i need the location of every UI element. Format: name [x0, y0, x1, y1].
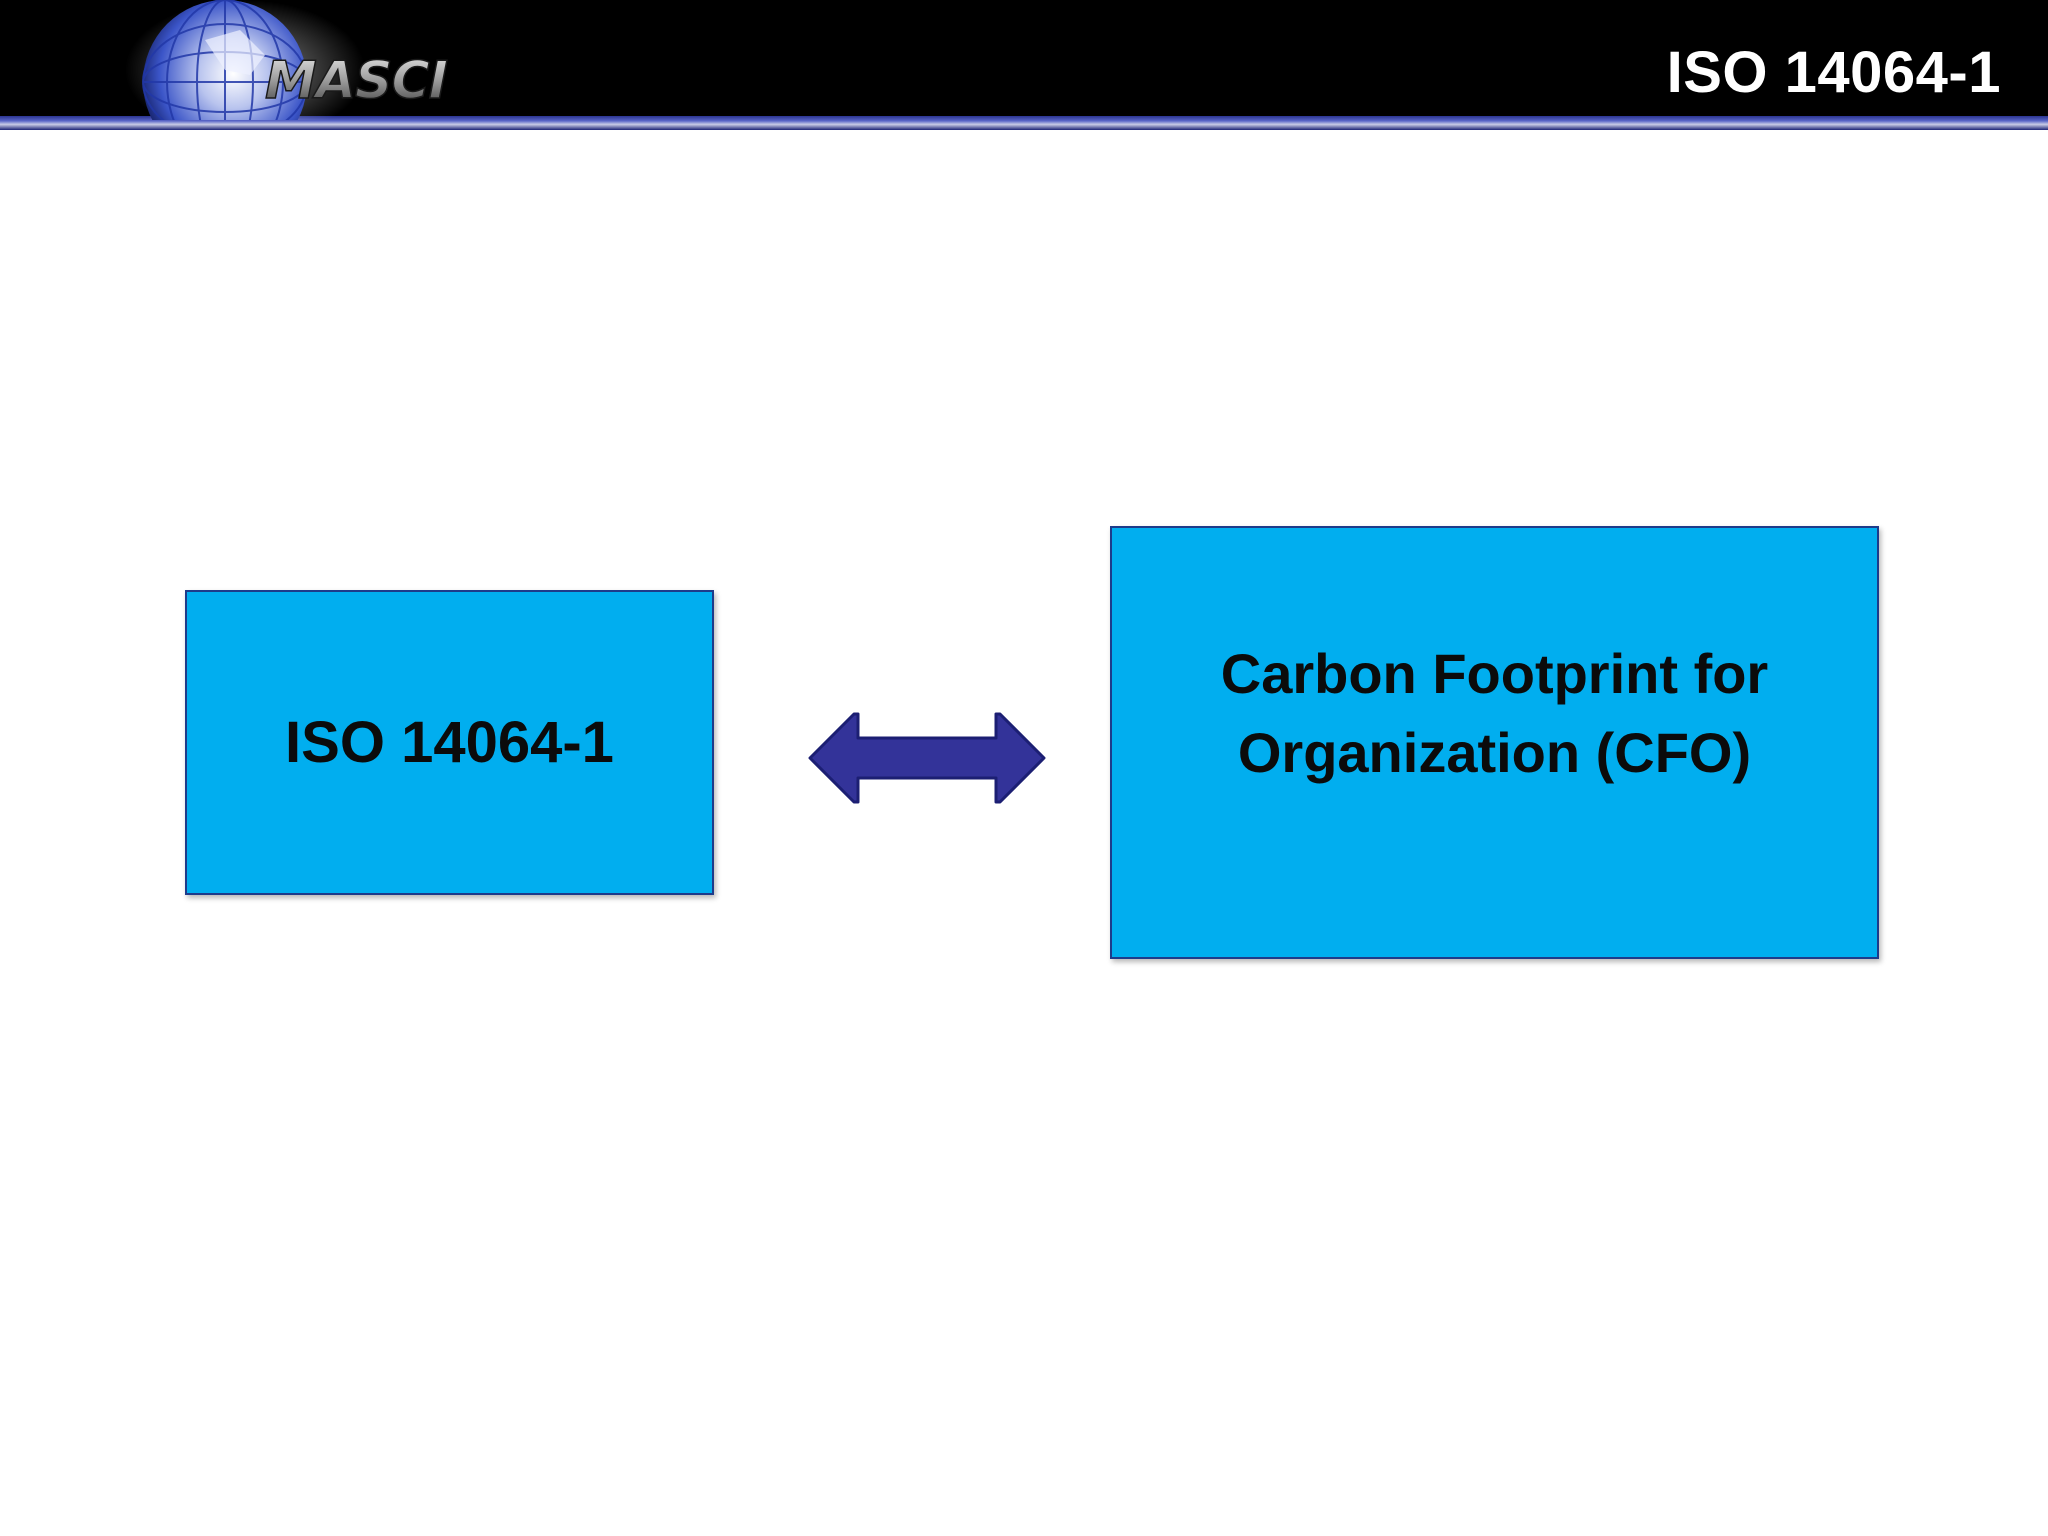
- double-headed-arrow: [808, 710, 1046, 806]
- iso-14064-1-box: ISO 14064-1: [185, 590, 714, 895]
- carbon-footprint-label: Carbon Footprint for Organization (CFO): [1221, 634, 1768, 792]
- header-rule: [0, 116, 2048, 130]
- iso-14064-1-label: ISO 14064-1: [285, 710, 614, 775]
- globe-icon: [142, 0, 308, 120]
- carbon-footprint-line2: Organization (CFO): [1237, 720, 1752, 784]
- slide-title: ISO 14064-1: [1666, 40, 2001, 105]
- carbon-footprint-line1: Carbon Footprint for: [1220, 641, 1769, 705]
- svg-text:MASCI: MASCI: [265, 51, 448, 111]
- masci-logo: MASCI: [75, 0, 475, 120]
- carbon-footprint-box: Carbon Footprint for Organization (CFO): [1110, 526, 1879, 959]
